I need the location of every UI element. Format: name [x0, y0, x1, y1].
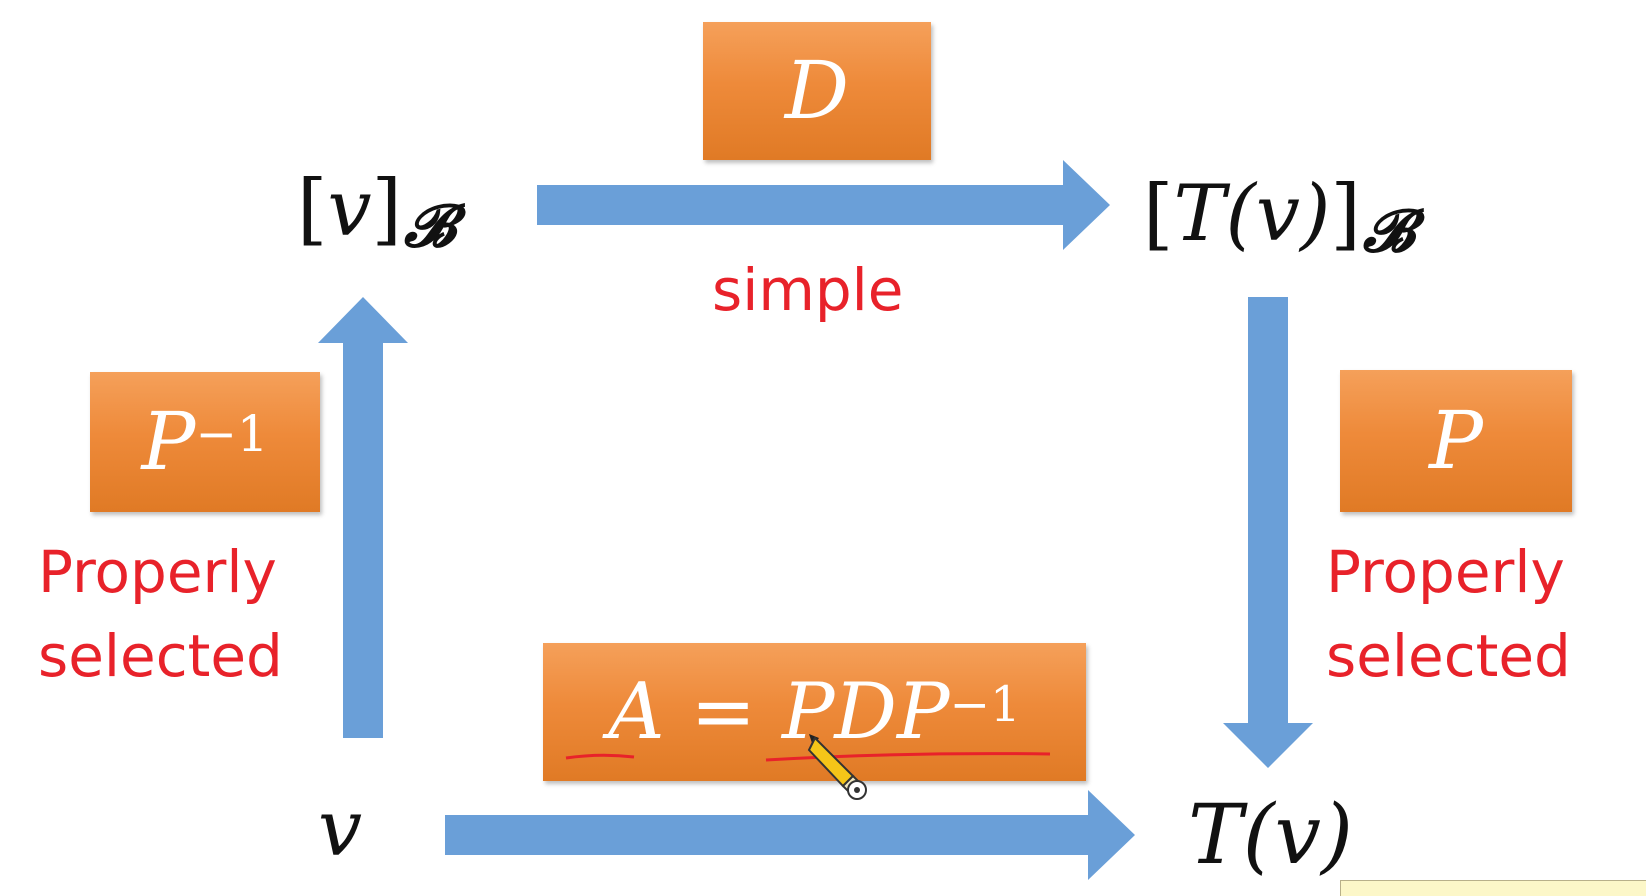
underline-A	[565, 753, 635, 760]
box-text: D	[784, 44, 850, 137]
label-line-2: selected	[1326, 622, 1571, 691]
pencil-cursor-icon	[807, 734, 867, 800]
eq-lhs: A	[608, 667, 665, 757]
bracket-close: ]	[1330, 169, 1361, 259]
eq-rhs: PDP	[781, 667, 950, 757]
box-base: P	[141, 395, 196, 488]
label-right-properly-selected: Properly selected	[1326, 530, 1571, 698]
label-simple: simple	[712, 248, 903, 332]
arrow-right-down	[1223, 297, 1313, 768]
bracket-open: [	[297, 164, 328, 254]
eq-equals: =	[690, 667, 756, 757]
box-exponent: −1	[195, 404, 269, 463]
box-right-P: P	[1340, 370, 1572, 512]
basis-symbol: 𝓑	[403, 190, 456, 260]
arrow-left-up	[318, 297, 408, 738]
basis-symbol: 𝓑	[1362, 195, 1415, 265]
node-var: T(v)	[1188, 788, 1354, 883]
tooltip-partial	[1340, 880, 1646, 896]
label-text: simple	[712, 256, 904, 324]
bracket-open: [	[1143, 169, 1174, 259]
label-line-2: selected	[38, 622, 283, 691]
node-var: T(v)	[1173, 169, 1331, 259]
label-left-properly-selected: Properly selected	[38, 530, 283, 698]
node-top-right: [T(v)]𝓑	[1143, 175, 1414, 259]
box-left-P-inverse: P−1	[90, 372, 320, 512]
label-line-1: Properly	[38, 538, 277, 606]
arrow-bottom-right	[445, 790, 1135, 880]
eq-exponent: −1	[949, 676, 1021, 733]
node-bottom-right: T(v)	[1188, 795, 1353, 877]
node-bottom-left: v	[318, 790, 362, 868]
node-var: v	[327, 164, 372, 254]
label-line-1: Properly	[1326, 538, 1565, 606]
underline-PDP	[765, 752, 1051, 762]
bracket-close: ]	[371, 164, 402, 254]
box-text: P	[1429, 394, 1483, 487]
box-top-D: D	[703, 22, 931, 160]
node-top-left: [v]𝓑	[297, 170, 456, 254]
node-var: v	[318, 784, 363, 874]
arrow-top-right	[537, 160, 1110, 250]
